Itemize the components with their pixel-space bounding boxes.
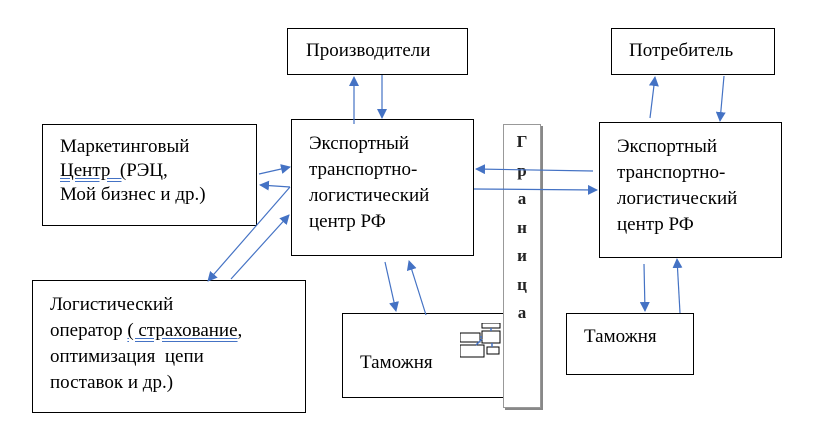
customs-right-box: Таможня bbox=[566, 313, 694, 375]
marketing-line1: Маркетинговый bbox=[60, 136, 190, 157]
producers-label: Производители bbox=[306, 40, 431, 61]
border-char: а bbox=[517, 303, 527, 322]
customs-left-label: Таможня bbox=[360, 352, 433, 373]
marketing-line3: Мой бизнес и др.) bbox=[60, 184, 206, 205]
etlc-foreign-line2: транспортно- bbox=[617, 162, 726, 183]
arrow-rf-to-foreign bbox=[473, 184, 598, 195]
arrow-etlc-foreign-to-customs-right bbox=[639, 263, 650, 312]
producers-box: Производители bbox=[287, 28, 468, 75]
diagram-thumbnail-icon bbox=[460, 323, 501, 358]
consumer-label: Потребитель bbox=[629, 40, 734, 61]
arrow-customs-right-to-etlc-foreign bbox=[672, 258, 683, 314]
border-char: Г bbox=[516, 132, 528, 151]
logistics-line4: поставок и др.) bbox=[50, 372, 174, 393]
arrow-etlc-to-marketing bbox=[259, 180, 291, 191]
border-char: н bbox=[517, 217, 527, 237]
etlc-rf-line4: центр РФ bbox=[309, 211, 386, 232]
etlc-foreign-line3: логистический bbox=[617, 188, 738, 209]
arrow-etlc-to-logistics bbox=[207, 186, 291, 282]
marketing-line2: Центр (РЭЦ, bbox=[60, 160, 168, 181]
arrow-logistics-to-etlc bbox=[230, 214, 290, 280]
arrow-foreign-to-rf bbox=[475, 164, 594, 175]
arrow-etlc-foreign-to-consumer bbox=[648, 76, 659, 119]
etlc-rf-line3: логистический bbox=[309, 185, 430, 206]
etlc-foreign-line4: центр РФ bbox=[617, 214, 694, 235]
arrow-consumer-to-etlc-foreign bbox=[715, 75, 726, 122]
etlc-rf-line2: транспортно- bbox=[309, 159, 418, 180]
logistics-line1: Логистический bbox=[50, 294, 174, 315]
arrow-marketing-to-etlc bbox=[258, 164, 291, 175]
consumer-box: Потребитель bbox=[611, 28, 775, 75]
border-char: а bbox=[517, 189, 527, 208]
border-char: ц bbox=[517, 274, 527, 294]
etlc-rf-line1: Экспортный bbox=[309, 133, 410, 154]
export-center-foreign-box: Экспортный транспортно- логистический це… bbox=[599, 122, 782, 258]
border-char: и bbox=[517, 246, 527, 265]
border-label-column: Г р а н и ц а bbox=[503, 124, 541, 408]
arrow-customs-left-to-etlc bbox=[406, 260, 427, 316]
customs-left-box: Таможня bbox=[342, 313, 514, 398]
logistics-operator-box: Логистический оператор ( страхование, оп… bbox=[32, 280, 306, 413]
marketing-center-box: Маркетинговый Центр (РЭЦ, Мой бизнес и д… bbox=[42, 124, 257, 226]
arrow-etlc-to-customs-left bbox=[384, 261, 399, 312]
logistics-line2: оператор ( страхование, bbox=[50, 320, 243, 341]
export-center-rf-box: Экспортный транспортно- логистический це… bbox=[291, 119, 474, 256]
logistics-line3: оптимизация цепи bbox=[50, 346, 204, 367]
customs-right-label: Таможня bbox=[584, 326, 657, 347]
etlc-foreign-line1: Экспортный bbox=[617, 136, 718, 157]
